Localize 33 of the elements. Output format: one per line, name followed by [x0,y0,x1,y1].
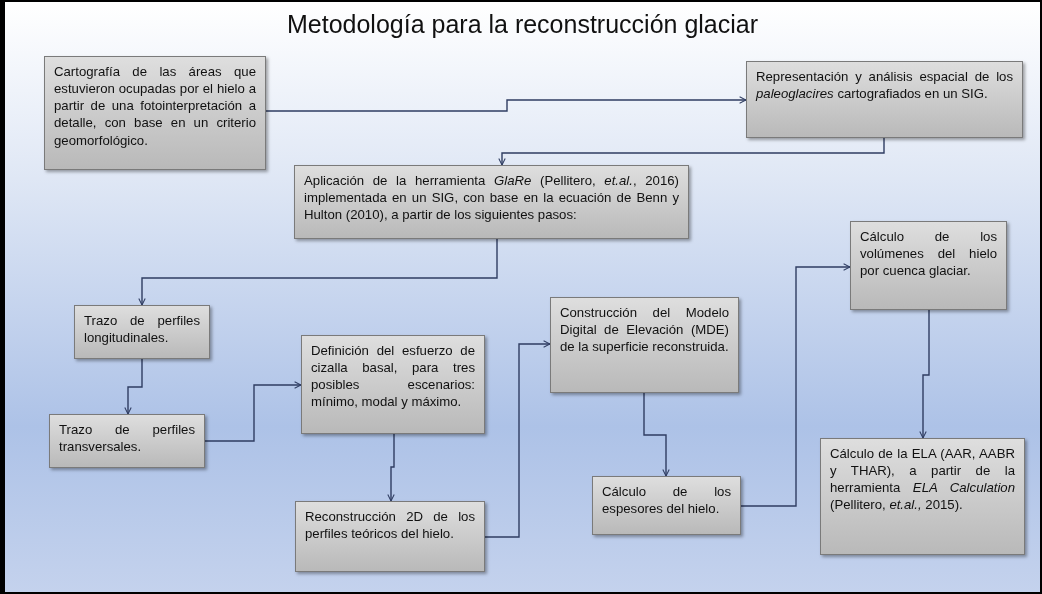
process-box [550,297,739,393]
arrow [498,137,885,166]
process-box [301,335,485,434]
process-box [295,501,485,572]
arrow [138,238,498,306]
arrow [387,433,395,502]
process-box [592,476,741,535]
step-text: Cálculo de los espesores del hielo. [602,483,731,518]
step-text: Cálculo de los volúmenes del hielo por cuenca glaciar. [860,228,997,280]
arrow [740,263,851,507]
arrow [265,96,747,112]
process-box [294,165,689,239]
process-box [49,414,205,468]
step-text: Representación y análisis espacial de los paleoglacires cartografiados en un SIG. [756,68,1013,103]
process-box [44,56,266,170]
step-text: Aplicación de la herramienta GlaRe (Pellitero, et.al., 2016) implementada en un SIG, con base en la ecuación de Benn y Hulton (2010), a partir de los siguientes pasos: [304,172,679,224]
arrow [204,381,302,442]
process-box [820,438,1025,555]
arrow [643,392,670,477]
step-text: Cálculo de la ELA (AAR, AABR y THAR), a partir de la herramienta ELA Calculation (Pellitero, et.al., 2015). [830,445,1015,514]
diagram-title: Metodología para la reconstrucción glaciar [286,10,759,39]
step-text: Trazo de perfiles transversales. [59,421,195,456]
arrow [484,340,551,538]
step-text: Reconstrucción 2D de los perfiles teóricos del hielo. [305,508,475,543]
step-text: Trazo de perfiles longitudinales. [84,312,200,347]
process-box [746,61,1023,138]
process-box [850,221,1007,310]
step-text: Cartografía de las áreas que estuvieron ocupadas por el hielo a partir de una fotointerpretación a detalle, con base en un criterio geomorfológico. [54,63,256,149]
arrow [124,358,143,415]
step-text: Definición del esfuerzo de cizalla basal, para tres posibles escenarios: mínimo, modal y máximo. [311,342,475,411]
step-text: Construcción del Modelo Digital de Elevación (MDE) de la superficie reconstruida. [560,304,729,356]
arrow [919,309,930,439]
process-box [74,305,210,359]
